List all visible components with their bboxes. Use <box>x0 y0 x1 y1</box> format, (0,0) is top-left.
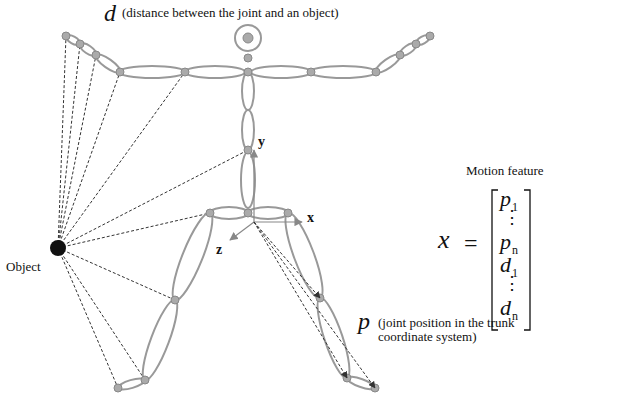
operator-symbol: = <box>464 230 478 256</box>
variable-symbol: d <box>104 0 116 26</box>
ellipsis-symbol: ⋮ <box>503 274 521 294</box>
description-text: (distance between the joint and an objec… <box>122 6 339 20</box>
vector-brackets <box>492 190 530 330</box>
trunk-axes <box>230 150 302 240</box>
axis-label: y <box>258 134 265 149</box>
axis-label: z <box>216 242 222 257</box>
axis-label: x <box>307 210 314 225</box>
object-label: Object <box>6 260 41 274</box>
vector-entry: p <box>500 230 511 254</box>
variable-symbol: p <box>358 308 370 334</box>
heading-text: Motion feature <box>466 164 544 178</box>
object-dot <box>50 240 66 256</box>
variable-symbol: x <box>438 226 450 255</box>
body-segments <box>64 25 431 392</box>
ellipsis-symbol: ⋮ <box>503 208 521 228</box>
object-distance-lines <box>58 36 248 388</box>
joint-position-arrows <box>254 222 375 388</box>
subscript: n <box>512 244 518 257</box>
description-text: (joint position in the trunk coordinate … <box>378 316 528 345</box>
